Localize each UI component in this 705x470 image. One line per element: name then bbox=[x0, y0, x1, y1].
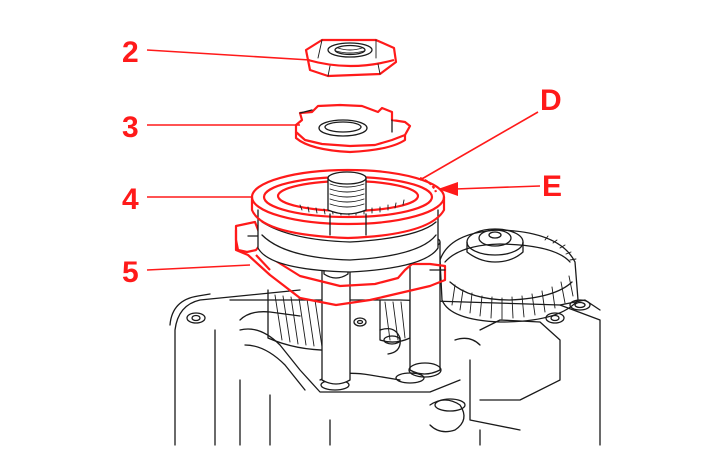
leader-part-2 bbox=[146, 49, 311, 61]
callout-part-4: 4 bbox=[122, 183, 139, 216]
spur-gear bbox=[439, 228, 579, 323]
leader-detail-e bbox=[454, 185, 541, 190]
leader-part-5 bbox=[146, 264, 251, 271]
detail-e-arrowhead bbox=[438, 182, 458, 196]
callout-part-2: 2 bbox=[122, 36, 139, 69]
callout-leaders bbox=[146, 49, 541, 271]
callout-labels: 2 3 4 5 D E bbox=[122, 36, 562, 289]
part-3-lock-washer bbox=[294, 103, 412, 154]
callout-part-3: 3 bbox=[122, 111, 139, 144]
leader-detail-d bbox=[419, 111, 539, 181]
callout-detail-e: E bbox=[542, 170, 562, 203]
part-2-hex-nut bbox=[304, 38, 398, 78]
callout-detail-d: D bbox=[540, 84, 562, 117]
callout-part-5: 5 bbox=[122, 256, 139, 289]
gearbox-housing bbox=[169, 289, 601, 446]
threaded-shaft bbox=[327, 171, 367, 215]
